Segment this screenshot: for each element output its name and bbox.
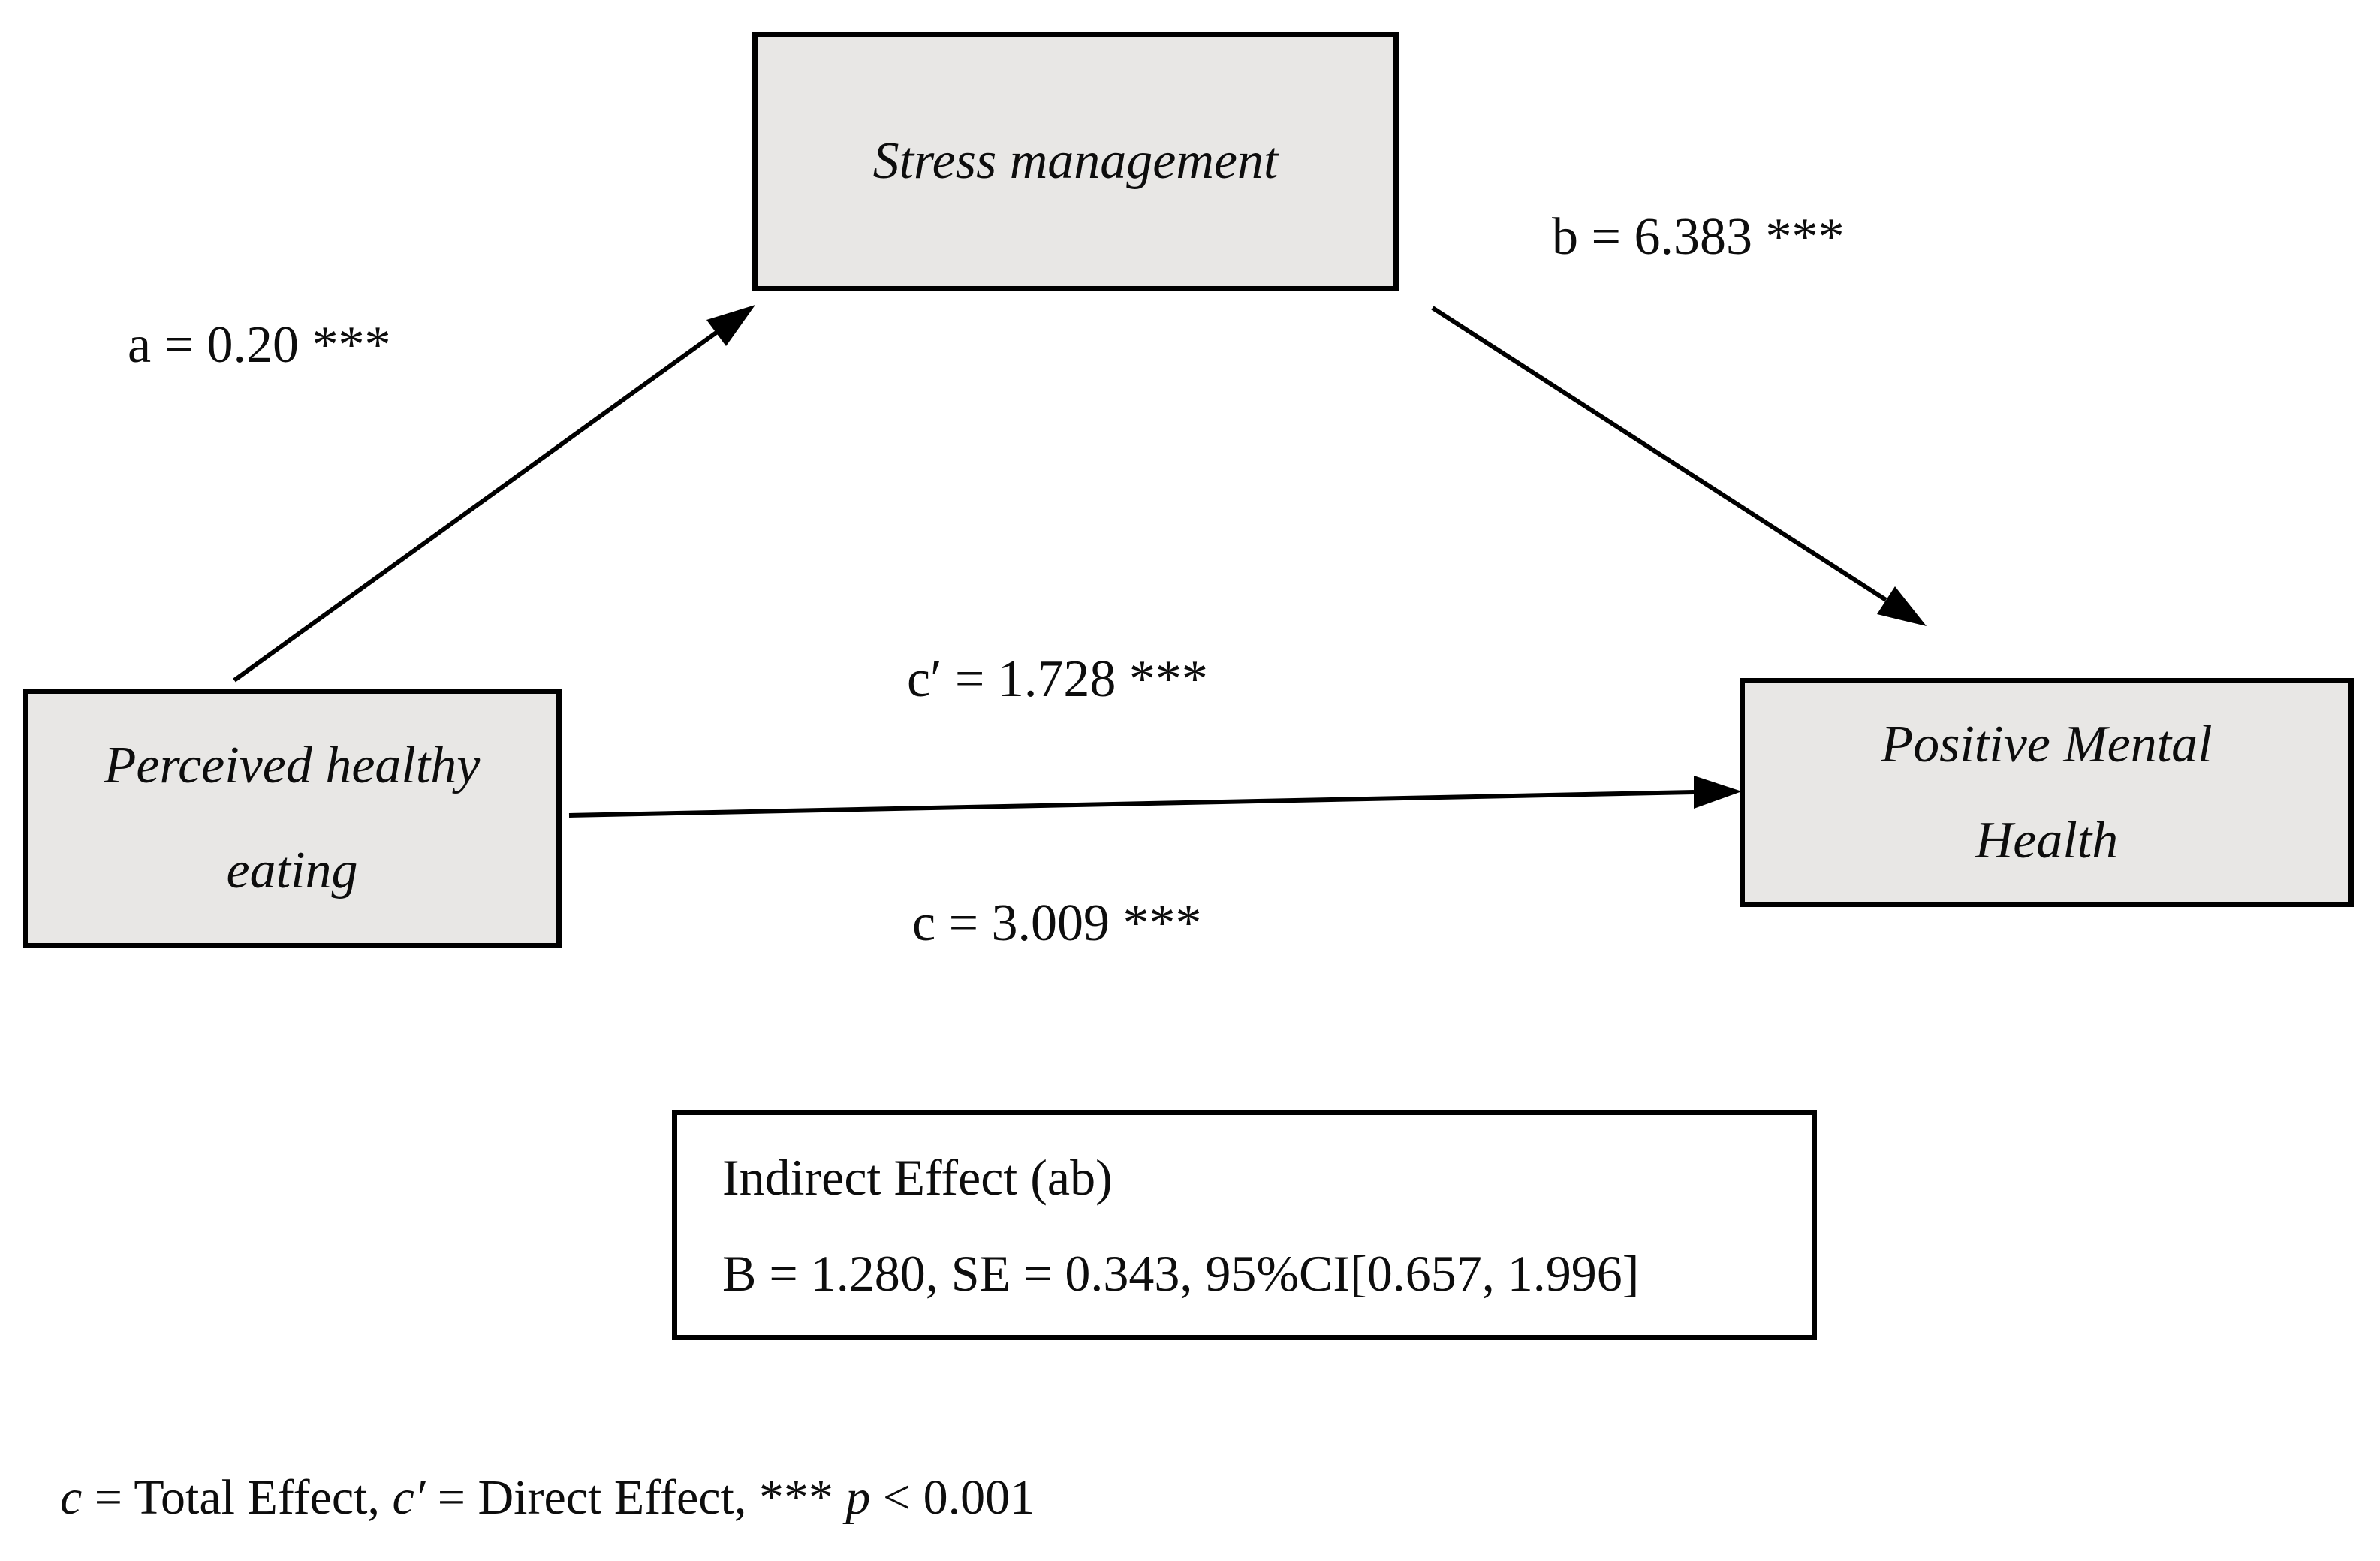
path-a-coefficient: a = 0.20 ***	[128, 316, 391, 374]
path-b-coefficient: b = 6.383 ***	[1552, 208, 1845, 266]
node-predictor-label-line2: eating	[226, 842, 358, 900]
footnote-c-term: c	[60, 1470, 83, 1525]
footnote-seg1: = Total Effect,	[82, 1470, 393, 1525]
node-predictor-label-line1: Perceived healthy	[104, 737, 481, 794]
footnote-seg2: = Direct Effect, ***	[425, 1470, 846, 1525]
footnote: c = Total Effect, c′ = Direct Effect, **…	[60, 1470, 1035, 1526]
node-positive-mental-health: Positive Mental Health	[1740, 678, 2354, 907]
footnote-c-prime-term: c′	[392, 1470, 426, 1525]
node-stress-label: Stress management	[872, 132, 1279, 190]
indirect-effect-box: Indirect Effect (ab) B = 1.280, SE = 0.3…	[672, 1110, 1817, 1340]
footnote-seg3: < 0.001	[870, 1470, 1035, 1525]
indirect-effect-stats: B = 1.280, SE = 0.343, 95%CI[0.657, 1.99…	[722, 1244, 1640, 1302]
node-outcome-label-line1: Positive Mental	[1881, 715, 2213, 773]
path-b-arrow	[1431, 306, 1927, 626]
node-perceived-healthy-eating: Perceived healthy eating	[23, 689, 562, 948]
path-a-arrow	[233, 305, 755, 683]
footnote-p-term: p	[845, 1470, 871, 1525]
path-c-coefficient: c = 3.009 ***	[912, 894, 1202, 952]
path-c-prime-coefficient: c′ = 1.728 ***	[907, 650, 1208, 708]
indirect-effect-title: Indirect Effect (ab)	[722, 1148, 1113, 1206]
node-outcome-label-line2: Health	[1975, 811, 2119, 869]
node-stress-management: Stress management	[752, 32, 1399, 291]
path-c-direct-arrow	[568, 776, 1742, 818]
